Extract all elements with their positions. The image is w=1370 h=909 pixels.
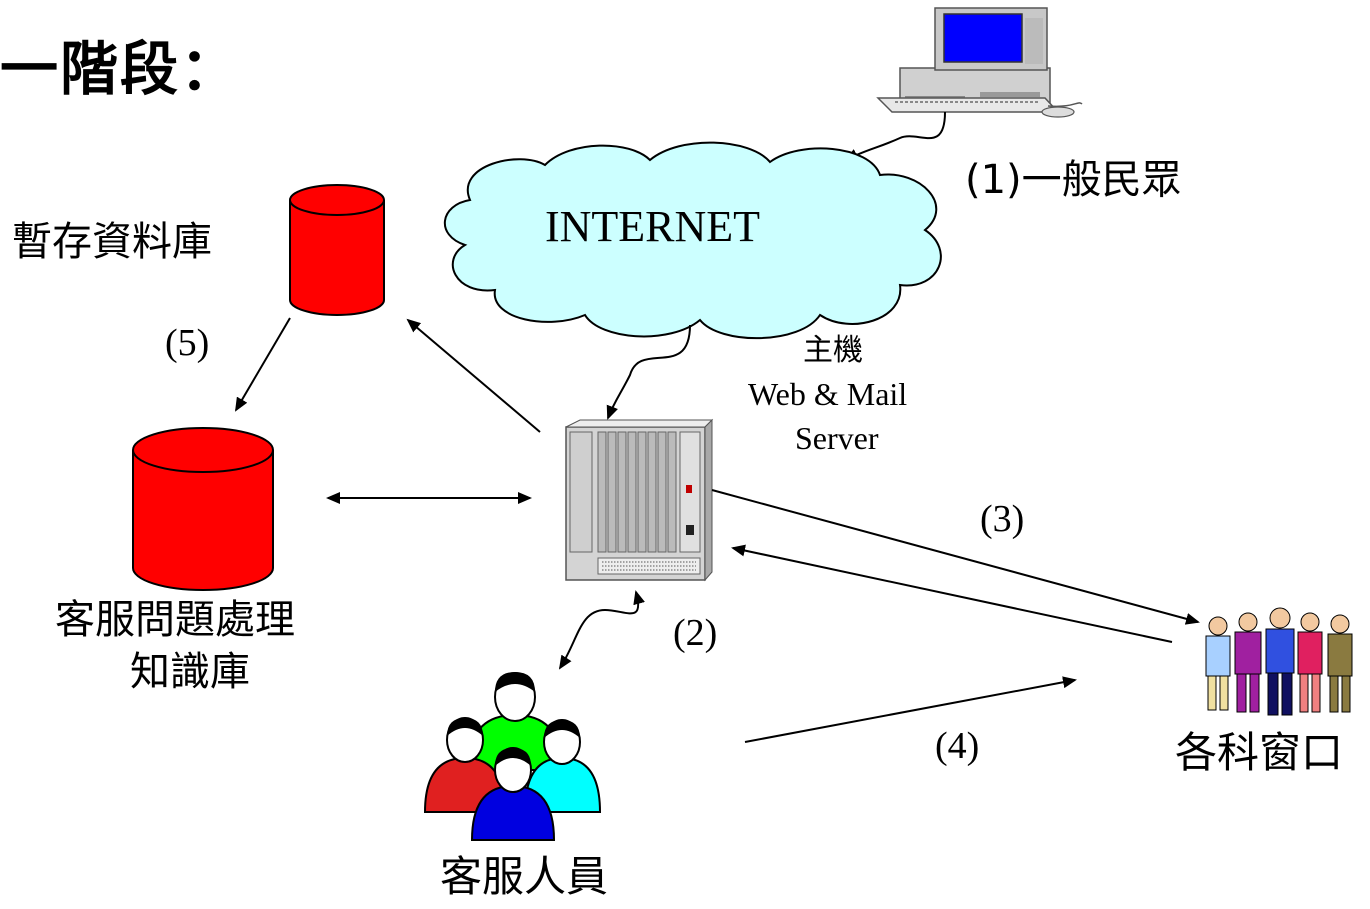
step-2-label: (2) [673, 612, 718, 654]
computer-icon [876, 7, 1083, 118]
server-rack-icon [565, 418, 714, 582]
knowledge-base-label-2: 知識庫 [130, 649, 250, 695]
internet-label: INTERNET [545, 202, 761, 251]
step-3-label: (3) [980, 498, 1025, 540]
step-5-label: (5) [165, 322, 210, 364]
cloud-icon [444, 141, 942, 340]
service-staff-label: 客服人員 [440, 852, 609, 901]
server-en-label-2: Server [795, 420, 879, 456]
staff-group-icon [423, 672, 602, 841]
public-user-label: (1)一般民眾 [965, 157, 1182, 203]
knowledge-base-label-1: 客服問題處理 [55, 597, 295, 643]
step-4-label: (4) [935, 725, 980, 767]
server-cn-label: 主機 [803, 333, 863, 368]
database-icon [132, 427, 274, 591]
server-en-label-1: Web & Mail [748, 376, 908, 412]
page-title: 一階段： [0, 35, 241, 103]
departments-label: 各科窗口 [1175, 728, 1344, 777]
database-icon [289, 184, 385, 316]
temp-db-label: 暫存資料庫 [12, 219, 212, 265]
department-staff-icon [1205, 607, 1353, 716]
